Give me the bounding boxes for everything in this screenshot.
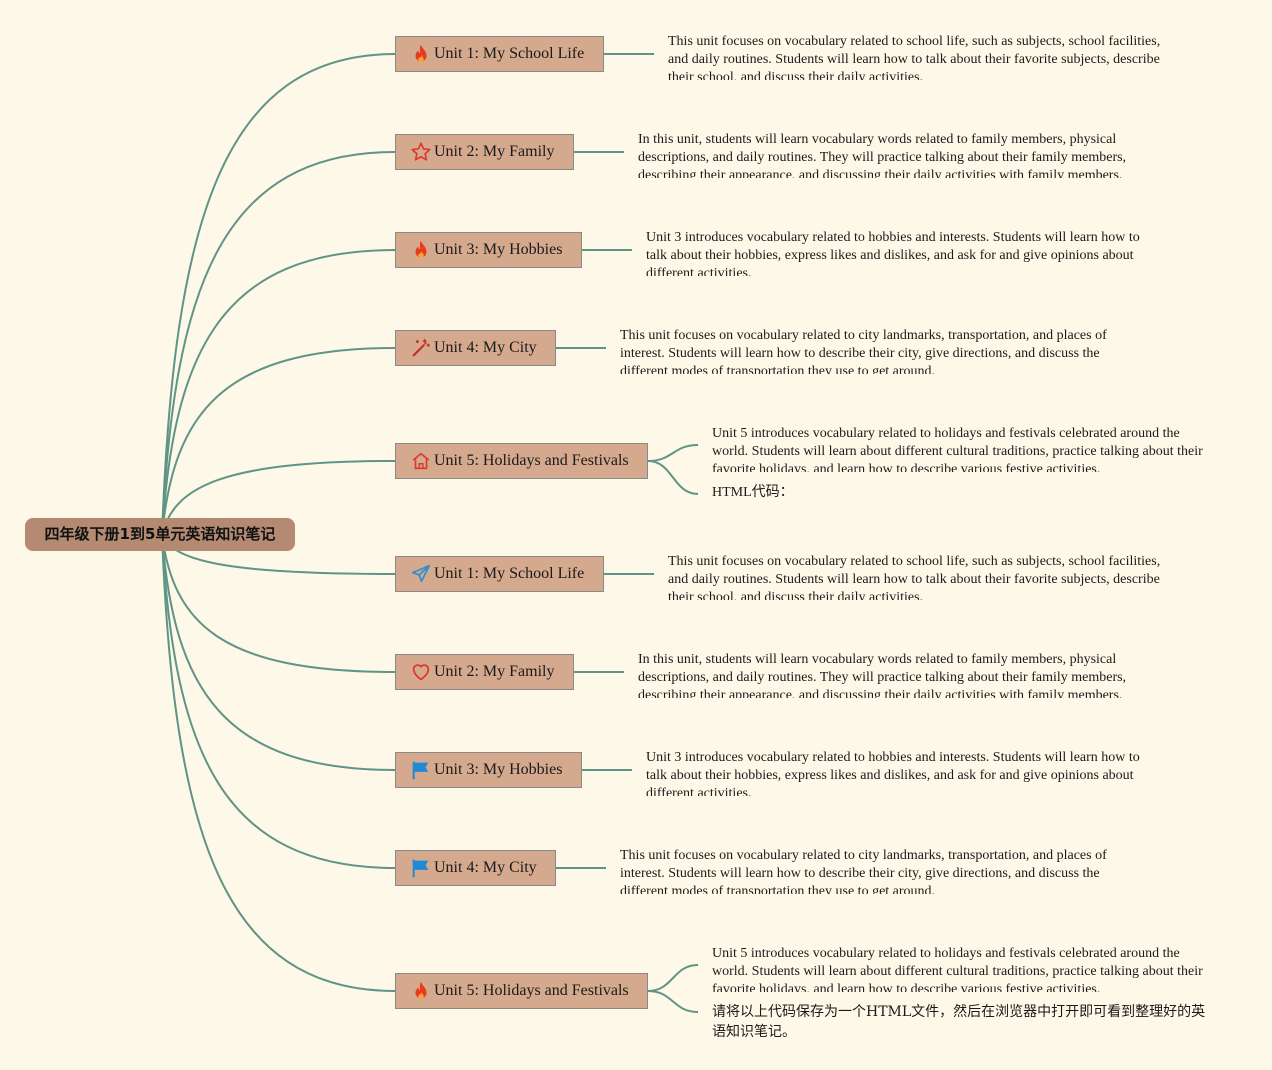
topic-node[interactable]: Unit 1: My School Life [395,36,604,72]
topic-node[interactable]: Unit 4: My City [395,850,556,886]
topic-label: Unit 1: My School Life [434,45,585,62]
home-icon [410,450,432,472]
topic-note: HTML代码： [712,485,794,500]
topic-label: Unit 5: Holidays and Festivals [434,982,629,999]
paper-plane-icon [410,563,432,585]
root-connector [161,534,396,869]
flag-icon [410,759,432,781]
topic-note: This unit focuses on vocabulary related … [668,34,1161,80]
root-connector [161,151,396,536]
fire-icon [410,980,432,1002]
topic-note: Unit 3 introduces vocabulary related to … [646,230,1140,276]
fire-icon [410,239,432,261]
note-connector [647,444,699,462]
note-connector [647,990,699,1013]
topic-label: Unit 4: My City [434,339,537,356]
fire-icon [410,43,432,65]
root-connector [161,534,396,992]
topic-note: In this unit, students will learn vocabu… [638,652,1127,698]
topic-label: Unit 2: My Family [434,663,555,680]
topic-label: Unit 4: My City [434,859,537,876]
topic-note: Unit 5 introduces vocabulary related to … [712,946,1203,992]
magic-wand-icon [410,337,432,359]
topic-node[interactable]: Unit 2: My Family [395,654,574,690]
root-connector [161,534,396,771]
topic-note: This unit focuses on vocabulary related … [620,848,1107,894]
topic-note: This unit focuses on vocabulary related … [668,554,1161,600]
root-connector [161,249,396,536]
topic-node[interactable]: Unit 2: My Family [395,134,574,170]
topic-label: Unit 5: Holidays and Festivals [434,452,629,469]
topic-label: Unit 3: My Hobbies [434,761,563,778]
topic-node[interactable]: Unit 3: My Hobbies [395,752,582,788]
topic-note: Unit 3 introduces vocabulary related to … [646,750,1140,796]
topic-label: Unit 2: My Family [434,143,555,160]
topic-label: Unit 3: My Hobbies [434,241,563,258]
note-connector [647,460,699,495]
heart-icon [410,661,432,683]
root-connector [161,460,396,536]
topic-node[interactable]: Unit 5: Holidays and Festivals [395,973,648,1009]
topic-label: Unit 1: My School Life [434,565,585,582]
root-topic[interactable]: 四年级下册1到5单元英语知识笔记 [25,518,295,551]
topic-note: In this unit, students will learn vocabu… [638,132,1127,178]
root-connector [161,347,396,536]
star-icon [410,141,432,163]
topic-node[interactable]: Unit 1: My School Life [395,556,604,592]
topic-node[interactable]: Unit 3: My Hobbies [395,232,582,268]
topic-node[interactable]: Unit 5: Holidays and Festivals [395,443,648,479]
root-connector [161,534,396,673]
topic-note: 请将以上代码保存为一个HTML文件，然后在浏览器中打开即可看到整理好的英语知识笔… [712,1004,1206,1040]
note-connector [647,964,699,992]
flag-icon [410,857,432,879]
topic-note: Unit 5 introduces vocabulary related to … [712,426,1203,472]
topic-node[interactable]: Unit 4: My City [395,330,556,366]
topic-note: This unit focuses on vocabulary related … [620,328,1107,374]
root-connector [161,53,396,536]
